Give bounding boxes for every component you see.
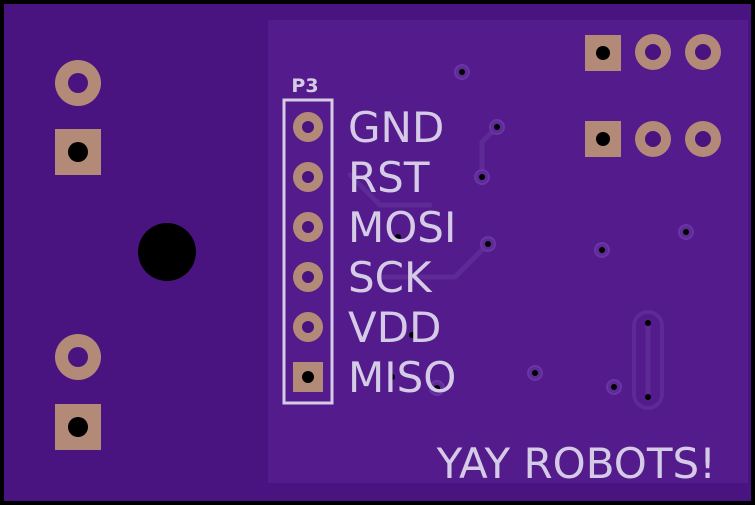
pin-label-vdd: VDD [348,303,441,352]
left-connector-bottom [55,334,101,450]
slogan-text: YAY ROBOTS! [436,439,716,488]
copper-pour [268,20,748,483]
drill-hole [68,73,88,93]
trace-2 [347,172,433,208]
header-top-right-2 [585,121,721,157]
left-connector-top [55,60,101,175]
mounting-hole [138,223,196,281]
drill-hole [68,417,88,437]
pin-label-sck: SCK [348,253,433,302]
trace-3 [377,241,491,280]
header-p3-outline [282,98,334,405]
header-p3-ref: P3 [291,75,318,97]
drill-hole [68,347,88,367]
header-top-right-1 [585,34,721,71]
pin-labels: GND RST MOSI SCK VDD MISO [348,103,456,402]
pin-label-gnd: GND [348,103,444,152]
pin-label-miso: MISO [348,353,456,402]
header-p3-pads [293,112,323,392]
pin-label-mosi: MOSI [348,203,456,252]
slot-outline [632,310,664,410]
drill-hole [68,142,88,162]
pin-label-rst: RST [348,153,430,202]
via-holes [389,69,689,400]
